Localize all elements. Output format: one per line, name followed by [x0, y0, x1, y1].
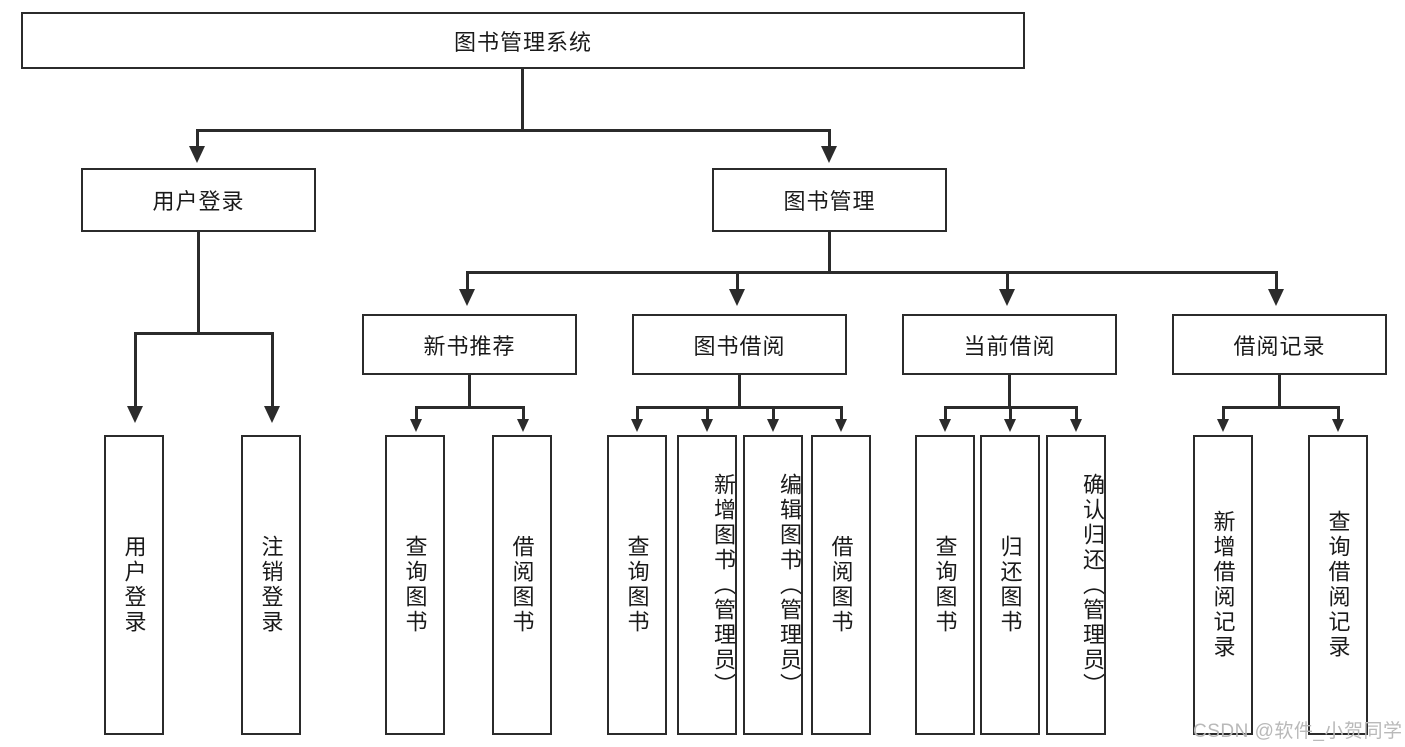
node-new-book-recommend[interactable]: 新书推荐: [362, 314, 577, 375]
arrowhead-root-to-book-management: [821, 146, 837, 163]
connector-root-stem: [521, 69, 524, 131]
connector-current-borrow-c1: [944, 406, 947, 420]
connector-book-borrow-c2: [706, 406, 709, 420]
node-book-borrow[interactable]: 图书借阅: [632, 314, 847, 375]
connector-borrow-record-c2: [1337, 406, 1340, 420]
node-book-management[interactable]: 图书管理: [712, 168, 947, 232]
leaf-edit-book[interactable]: 编辑图书（管理员）: [743, 435, 803, 735]
arrowhead-book-borrow-c2: [701, 419, 713, 432]
arrowhead-borrow-record-c2: [1332, 419, 1344, 432]
arrowhead-new-book-c2: [517, 419, 529, 432]
connector-current-borrow-stem: [1008, 375, 1011, 408]
arrowhead-user-login-left: [127, 406, 143, 423]
arrowhead-root-to-user-login: [189, 146, 205, 163]
leaf-add-record[interactable]: 新增借阅记录: [1193, 435, 1253, 735]
connector-user-login-bus: [134, 332, 272, 335]
arrowhead-current-borrow-c2: [1004, 419, 1016, 432]
arrowhead-current-borrow-c1: [939, 419, 951, 432]
connector-book-management-stem: [828, 232, 831, 274]
connector-new-book-bus: [415, 406, 525, 409]
leaf-user-login[interactable]: 用户登录: [104, 435, 164, 735]
arrowhead-user-login-right: [264, 406, 280, 423]
connector-borrow-record-bus: [1222, 406, 1340, 409]
connector-book-borrow-stem: [738, 375, 741, 408]
connector-new-book-c2: [522, 406, 525, 420]
leaf-borrow-book-2[interactable]: 借阅图书: [811, 435, 871, 735]
connector-current-borrow-c3: [1075, 406, 1078, 420]
node-borrow-record[interactable]: 借阅记录: [1172, 314, 1387, 375]
leaf-return-book[interactable]: 归还图书: [980, 435, 1040, 735]
connector-book-borrow-bus: [636, 406, 842, 409]
csdn-watermark: CSDN @软件_小贺同学: [1193, 721, 1403, 742]
arrowhead-book-borrow-c4: [835, 419, 847, 432]
leaf-query-book-1[interactable]: 查询图书: [385, 435, 445, 735]
connector-book-borrow-c4: [840, 406, 843, 420]
connector-bm-to-borrow-record: [1275, 271, 1278, 291]
connector-borrow-record-c1: [1222, 406, 1225, 420]
arrowhead-bm-to-current-borrow: [999, 289, 1015, 306]
arrowhead-book-borrow-c3: [767, 419, 779, 432]
leaf-query-record[interactable]: 查询借阅记录: [1308, 435, 1368, 735]
connector-user-login-left: [134, 332, 137, 408]
connector-current-borrow-c2: [1009, 406, 1012, 420]
arrowhead-current-borrow-c3: [1070, 419, 1082, 432]
arrowhead-bm-to-book-borrow: [729, 289, 745, 306]
arrowhead-bm-to-borrow-record: [1268, 289, 1284, 306]
leaf-logout-login[interactable]: 注销登录: [241, 435, 301, 735]
leaf-add-book[interactable]: 新增图书（管理员）: [677, 435, 737, 735]
connector-root-to-user-login: [196, 129, 199, 148]
arrowhead-borrow-record-c1: [1217, 419, 1229, 432]
connector-bm-to-new-book: [466, 271, 469, 291]
arrowhead-book-borrow-c1: [631, 419, 643, 432]
connector-bm-to-book-borrow: [736, 271, 739, 291]
arrowhead-bm-to-new-book: [459, 289, 475, 306]
node-current-borrow[interactable]: 当前借阅: [902, 314, 1117, 375]
connector-user-login-stem: [197, 232, 200, 334]
connector-bm-to-current-borrow: [1006, 271, 1009, 291]
connector-root-to-book-management: [828, 129, 831, 148]
leaf-query-book-2[interactable]: 查询图书: [607, 435, 667, 735]
connector-root-bus: [196, 129, 831, 132]
leaf-borrow-book-1[interactable]: 借阅图书: [492, 435, 552, 735]
leaf-confirm-return[interactable]: 确认归还（管理员）: [1046, 435, 1106, 735]
connector-book-borrow-c3: [772, 406, 775, 420]
connector-book-management-bus: [466, 271, 1278, 274]
connector-new-book-stem: [468, 375, 471, 408]
connector-user-login-right: [271, 332, 274, 408]
node-user-login[interactable]: 用户登录: [81, 168, 316, 232]
node-root-book-management-system[interactable]: 图书管理系统: [21, 12, 1025, 69]
connector-new-book-c1: [415, 406, 418, 420]
connector-borrow-record-stem: [1278, 375, 1281, 408]
leaf-query-book-3[interactable]: 查询图书: [915, 435, 975, 735]
arrowhead-new-book-c1: [410, 419, 422, 432]
connector-book-borrow-c1: [636, 406, 639, 420]
